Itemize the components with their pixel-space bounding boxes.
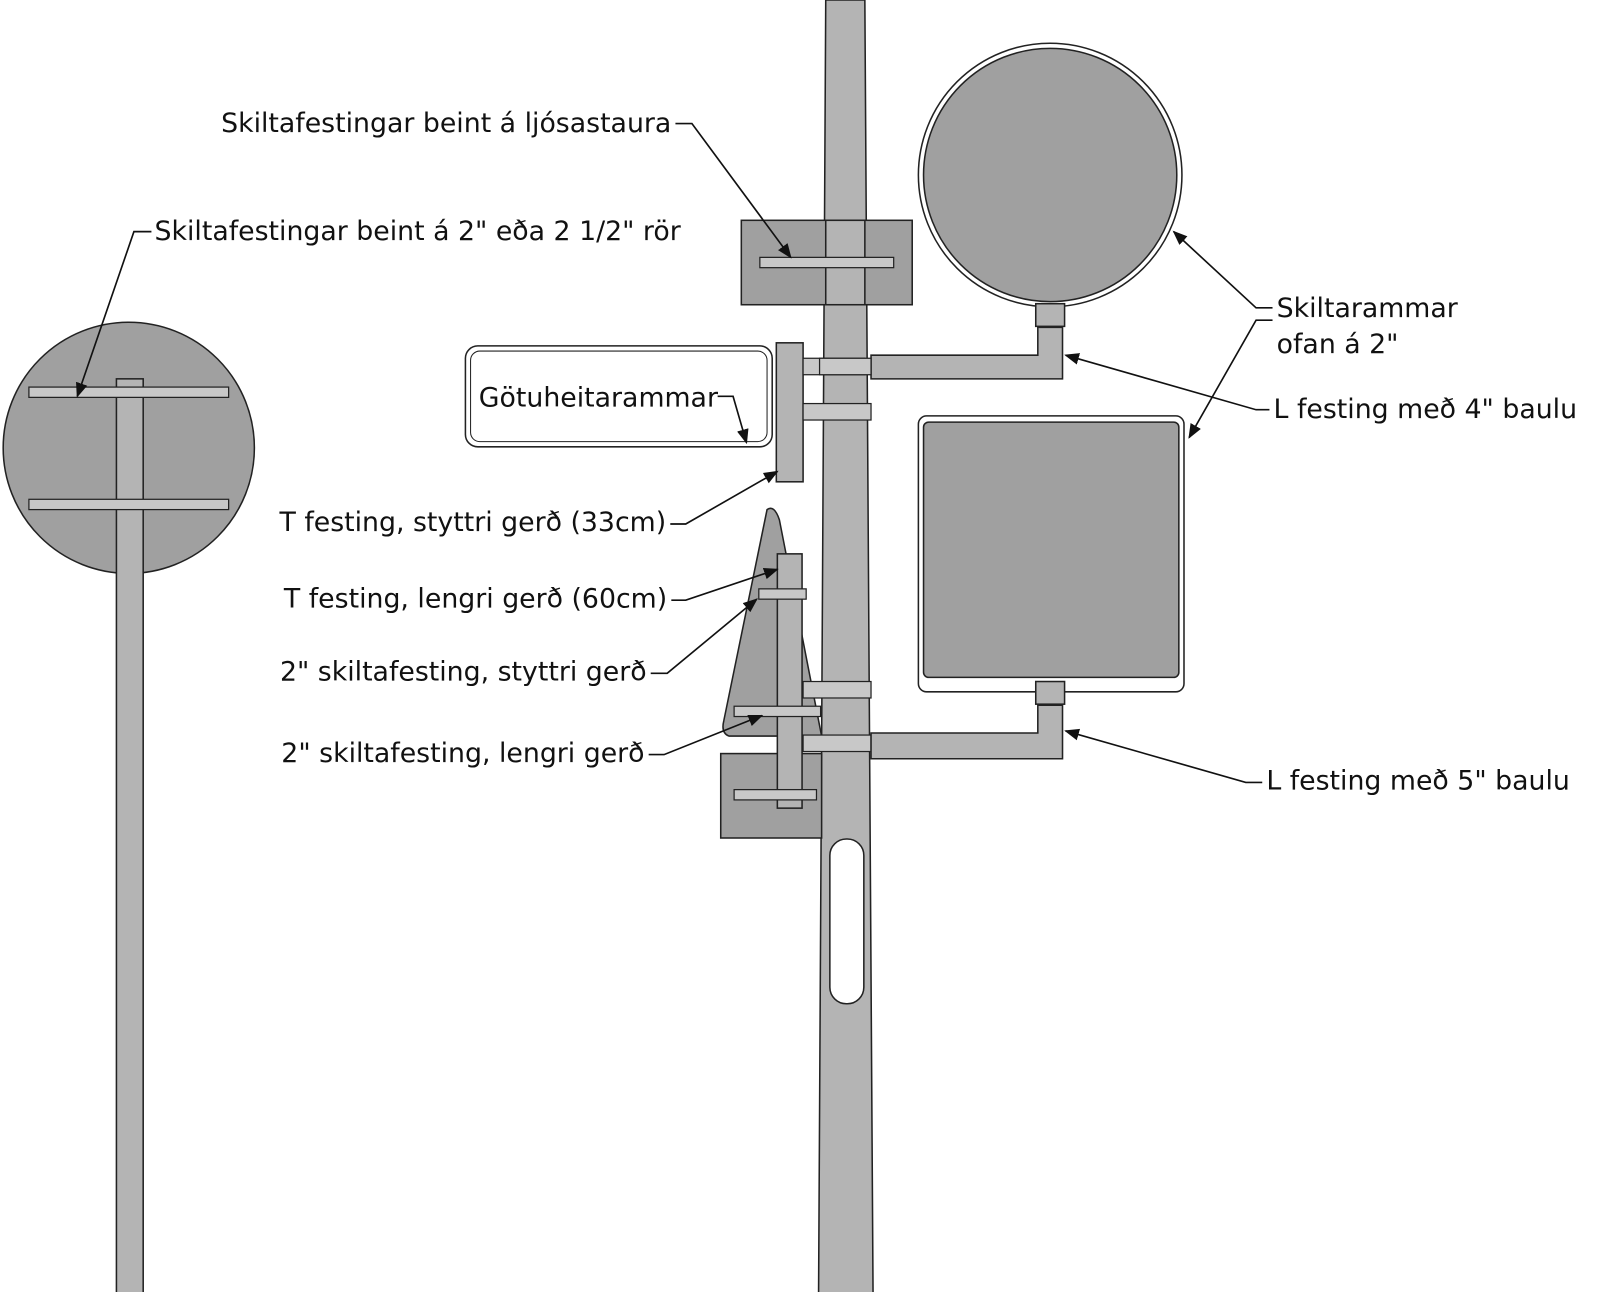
round-sign-frame bbox=[818, 42, 1183, 380]
label-t-long: T festing, lengri gerð (60cm) bbox=[283, 583, 667, 614]
label-sign-frames-2: ofan á 2" bbox=[1277, 329, 1399, 360]
square-sign-frame bbox=[870, 415, 1185, 760]
label-l-4: L festing með 4" baulu bbox=[1274, 394, 1577, 425]
round-sign-on-pipe bbox=[2, 321, 256, 1292]
label-pipe-mount: Skiltafestingar beint á 2" eða 2 1/2" rö… bbox=[155, 216, 681, 247]
label-lamp-post-mount: Skiltafestingar beint á ljósastaura bbox=[221, 108, 671, 139]
rect-sign-on-post bbox=[740, 219, 913, 306]
label-mount-2-long: 2" skiltafesting, lengri gerð bbox=[281, 738, 644, 769]
lamp-post bbox=[817, 0, 874, 1292]
label-t-short: T festing, styttri gerð (33cm) bbox=[278, 507, 666, 538]
label-street-name-frame: Götuheitarammar bbox=[479, 383, 718, 414]
label-mount-2-short: 2" skiltafesting, styttri gerð bbox=[280, 656, 647, 687]
label-sign-frames-1: Skiltarammar bbox=[1277, 293, 1458, 324]
label-l-5: L festing með 5" baulu bbox=[1266, 766, 1570, 797]
triangle-sign bbox=[719, 507, 872, 839]
callouts: Skiltafestingar beint á ljósastaura Skil… bbox=[76, 108, 1577, 797]
